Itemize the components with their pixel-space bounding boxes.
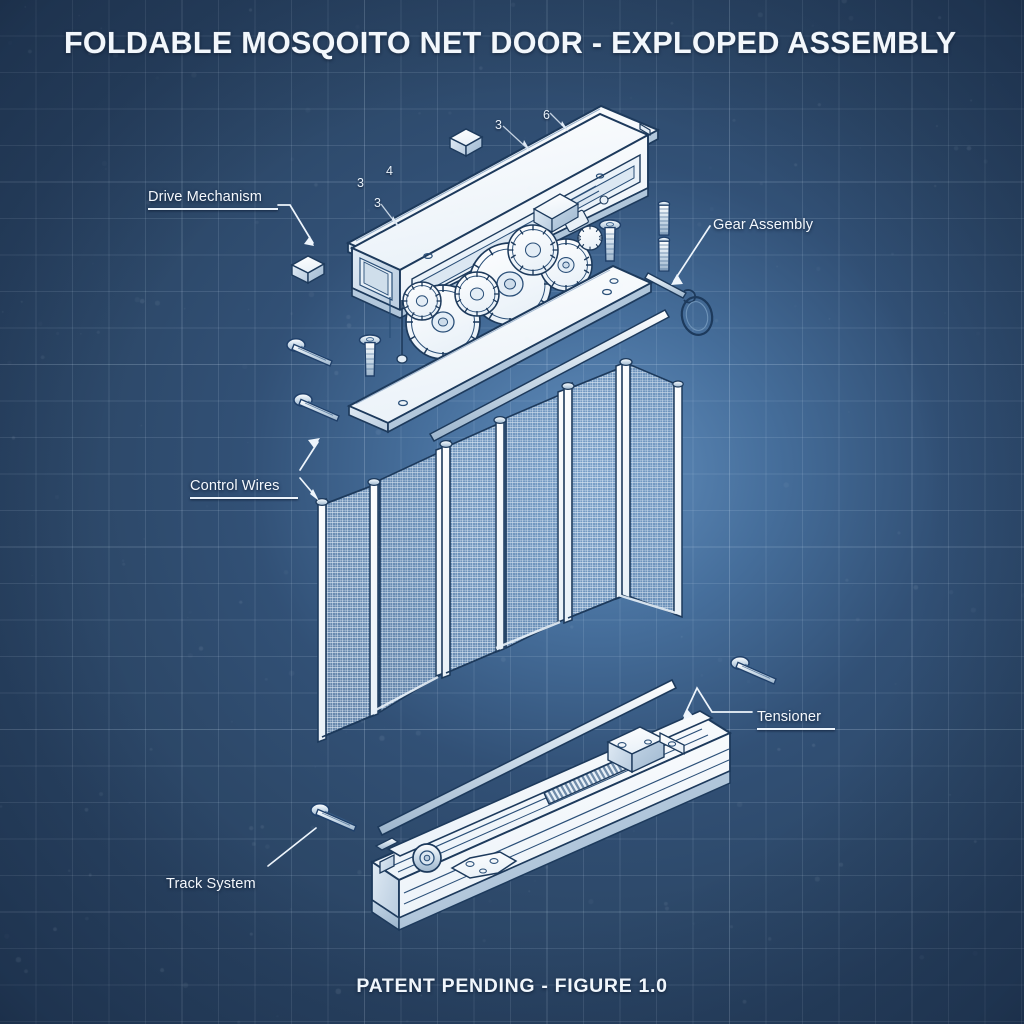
callout-tensioner: Tensioner [757,709,835,730]
callout-label: Drive Mechanism [148,189,262,205]
stud-upper-right [658,201,669,235]
bolt-mid-left [294,394,339,421]
callout-label: Tensioner [757,709,821,725]
end-cap-block-1 [450,129,482,156]
bolt-tensioner [731,657,776,684]
callout-drive-mechanism: Drive Mechanism [148,189,278,210]
part-number: 4 [386,164,393,178]
callout-underline [148,208,278,210]
end-cap-block-2 [292,256,324,283]
callout-label: Control Wires [190,478,280,494]
gear-4 [455,272,499,316]
mesh-panel-2 [368,447,444,712]
mesh-panel-4 [494,389,566,648]
leader-control-wires-up [300,442,318,470]
gear-5 [403,282,441,320]
leader-gear-assembly [674,226,710,281]
page-title: FOLDABLE MOSQOITO NET DOOR - EXPLOPED AS… [64,26,956,61]
leader-drive-mechanism [278,205,313,243]
mesh-panel-1 [316,480,378,742]
leader-tensioner [684,688,752,716]
leader-track-system [268,828,316,866]
callout-track-system: Track System [166,876,256,892]
mesh-panel-6 [620,359,683,617]
screw-housing-left [360,335,381,376]
screw-housing-right [600,220,621,261]
part-number: 3 [495,118,502,132]
mesh-panel-5 [562,363,624,623]
bolt-upper-left [287,339,332,366]
bolt-track-left [311,804,356,831]
callout-underline [757,728,835,730]
part-number: 6 [543,108,550,122]
part-number: 3 [374,196,381,210]
callout-label: Gear Assembly [713,217,813,233]
mesh-panel-3 [440,418,504,678]
callout-label: Track System [166,876,256,892]
callout-gear-assembly: Gear Assembly [713,217,813,233]
callout-control-wires: Control Wires [190,478,298,499]
callout-underline [190,497,298,499]
gear-6 [508,225,558,275]
stud-lower-right [658,237,669,271]
part-number: 3 [357,176,364,190]
figure-footer: PATENT PENDING - FIGURE 1.0 [0,975,1024,998]
